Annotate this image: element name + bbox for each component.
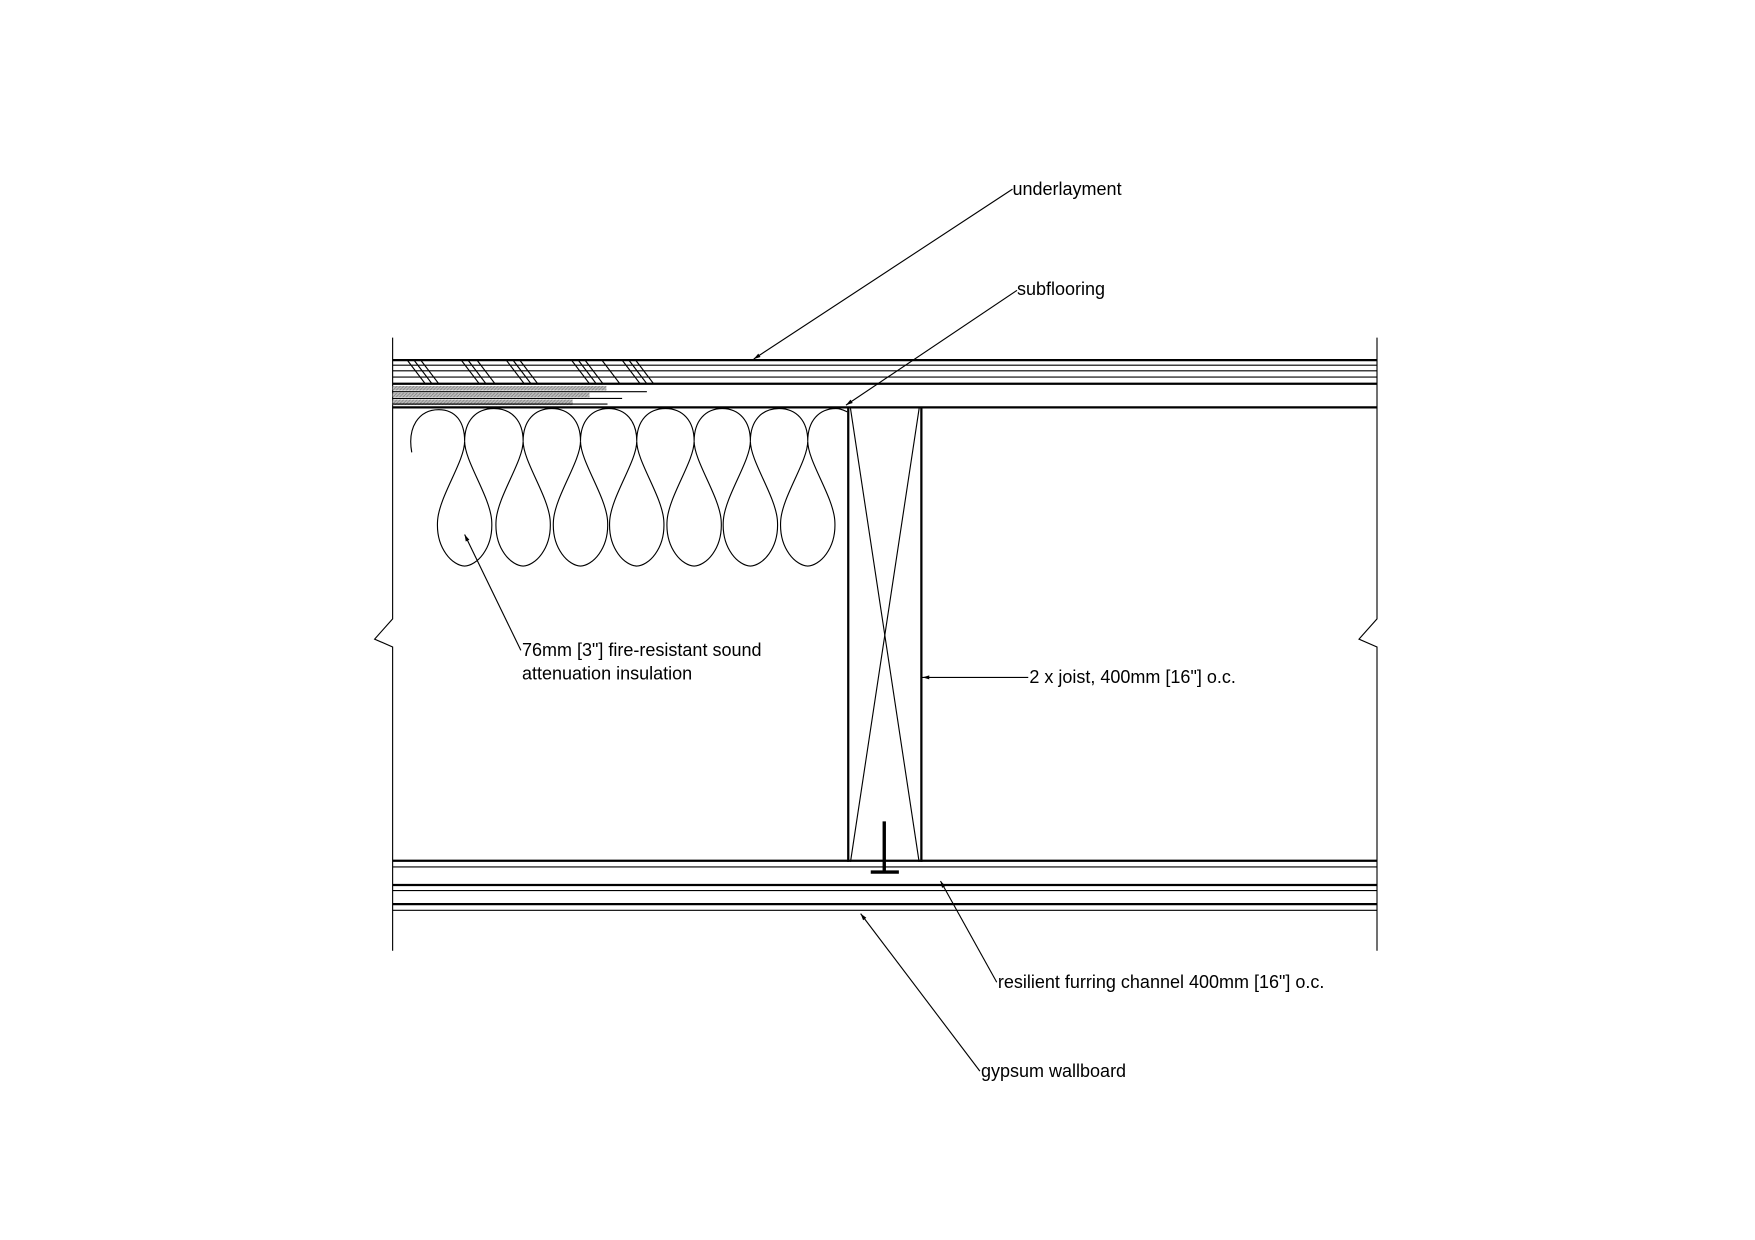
underlayment-leader [753,188,1013,360]
insulation-batts [410,407,848,567]
resilient-furring-channel [870,821,899,874]
furring-label: resilient furring channel 400mm [16"] o.… [998,972,1325,992]
joist [847,407,923,862]
joist-label: 2 x joist, 400mm [16"] o.c. [1029,667,1235,687]
insulation-bottom-lobe [437,441,493,567]
insulation-top-lobes [410,407,848,453]
hatch-line [467,359,487,385]
hatch-line [420,359,440,385]
hatch-line [512,359,532,385]
insulation-bottom-lobe [666,441,722,567]
hatch-line [460,359,480,385]
furring-leader [940,880,998,983]
insulation-leader [464,534,522,651]
insulation-bottom-lobe [780,441,836,567]
hatch-line [505,359,525,385]
underlayment-label: underlayment [1013,179,1122,199]
hatch-line [584,359,604,385]
insulation-label-line2: attenuation insulation [522,664,692,684]
hatch-line [601,359,621,385]
hatch-line [621,359,641,385]
right-break-line [1358,337,1378,951]
hatch-line [519,359,539,385]
insulation-label-line1: 76mm [3"] fire-resistant sound [522,640,761,660]
hatch-line [628,359,648,385]
gypsum-wallboard-layers [392,859,1377,911]
insulation-bottom-lobe [495,441,551,567]
hatch-line [406,359,426,385]
gypsum-label: gypsum wallboard [981,1061,1126,1081]
insulation-bottom-lobe [609,441,665,567]
hatch-line [577,359,597,385]
subflooring-label: subflooring [1017,279,1105,299]
hatch-line [635,359,655,385]
hatch-line [476,359,496,385]
hatch-line [571,359,590,385]
underlayment-layer [392,359,1377,385]
left-break-line [373,337,394,951]
insulation-bottom-lobe [722,441,778,567]
insulation-bottom-lobe [552,441,609,567]
hatch-line [413,359,433,385]
gypsum-leader [860,913,981,1072]
subflooring-layer [392,382,1377,409]
subflooring-leader [845,289,1018,406]
